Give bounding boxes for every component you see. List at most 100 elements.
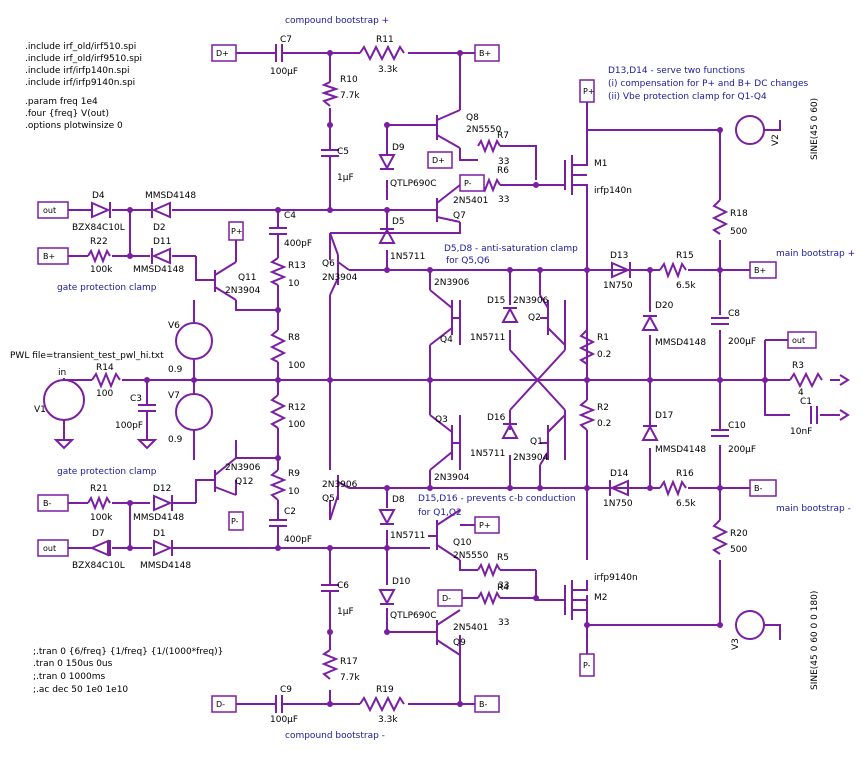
q9-symbol	[428, 609, 461, 656]
svg-text:100: 100	[288, 420, 305, 430]
svg-text:33: 33	[498, 195, 509, 205]
svg-text:C9: C9	[280, 685, 292, 695]
tag-bplus-left: B+	[37, 247, 69, 265]
d11-symbol	[151, 247, 171, 265]
include-3: .include irf/irfp140n.spi	[25, 66, 129, 76]
svg-text:BZX84C10L: BZX84C10L	[72, 223, 125, 233]
svg-text:Q6: Q6	[322, 259, 335, 269]
svg-text:2N3904: 2N3904	[434, 473, 470, 483]
svg-text:R8: R8	[288, 333, 300, 343]
note-gate-clamp-bottom: gate protection clamp	[57, 467, 157, 477]
d7-symbol	[89, 539, 111, 557]
svg-text:D-: D-	[216, 700, 225, 709]
d14-symbol	[609, 479, 629, 497]
svg-text:2N5401: 2N5401	[453, 623, 488, 633]
svg-text:Q10: Q10	[453, 538, 472, 548]
svg-text:D14: D14	[610, 469, 629, 479]
svg-text:10: 10	[288, 487, 300, 497]
svg-text:2N5550: 2N5550	[466, 125, 502, 135]
svg-text:B-: B-	[754, 484, 762, 493]
svg-text:C7: C7	[280, 35, 292, 45]
note-antisat-1: D5,D8 - anti-saturation clamp	[444, 244, 578, 254]
svg-text:10: 10	[288, 279, 300, 289]
svg-text:200µF: 200µF	[728, 337, 756, 347]
svg-text:R21: R21	[90, 484, 108, 494]
svg-text:Q5: Q5	[322, 494, 335, 504]
param-freq: .param freq 1e4	[25, 97, 98, 107]
svg-text:out: out	[43, 206, 56, 215]
svg-text:2N3904: 2N3904	[513, 453, 549, 463]
d1-symbol	[153, 539, 173, 557]
svg-text:D7: D7	[92, 529, 105, 539]
svg-text:R22: R22	[90, 237, 108, 247]
tag-bminus-left: B-	[37, 494, 69, 512]
svg-text:3.3k: 3.3k	[378, 715, 398, 725]
tag-dminus-bottom: D-	[211, 695, 237, 713]
svg-text:D20: D20	[655, 301, 674, 311]
spice-directives: .include irf_old/irf510.spi .include irf…	[25, 42, 223, 695]
svg-text:2N3906: 2N3906	[513, 296, 549, 306]
include-4: .include irf/irfp9140n.spi	[25, 78, 135, 88]
svg-text:C10: C10	[728, 421, 746, 431]
svg-text:1N5711: 1N5711	[470, 449, 505, 459]
svg-text:100k: 100k	[90, 265, 113, 275]
r13-symbol	[269, 257, 287, 286]
svg-text:R5: R5	[497, 553, 509, 563]
svg-text:D1: D1	[153, 529, 166, 539]
q11-symbol	[214, 261, 237, 301]
c6-symbol	[321, 584, 339, 610]
net-in: in	[58, 368, 66, 378]
tran-2: .tran 0 150us 0us	[33, 659, 113, 669]
tag-pminus-q12: P-	[228, 511, 244, 531]
r15-symbol	[659, 261, 687, 279]
note-antisat-2: for Q5,Q6	[446, 256, 490, 266]
svg-text:R16: R16	[676, 469, 694, 479]
tag-pminus-m2: P-	[579, 653, 595, 677]
svg-text:D+: D+	[216, 49, 229, 58]
svg-text:Q11: Q11	[238, 273, 257, 283]
svg-text:D2: D2	[153, 223, 166, 233]
tag-pplus-m1: P+	[579, 79, 595, 103]
svg-text:QTLP690C: QTLP690C	[390, 179, 437, 189]
svg-text:1N5711: 1N5711	[390, 252, 425, 262]
note-d13-line1: (i) compensation for P+ and B+ DC change…	[608, 79, 808, 89]
svg-text:MMSD4148: MMSD4148	[133, 513, 184, 523]
d16-symbol	[501, 422, 519, 439]
svg-text:MMSD4148: MMSD4148	[655, 445, 706, 455]
include-1: .include irf_old/irf510.spi	[25, 42, 136, 52]
svg-text:33: 33	[498, 157, 509, 167]
svg-text:BZX84C10L: BZX84C10L	[72, 561, 125, 571]
junctions	[127, 50, 768, 707]
svg-text:QTLP690C: QTLP690C	[390, 611, 437, 621]
svg-text:D11: D11	[153, 237, 171, 247]
svg-text:1µF: 1µF	[337, 607, 354, 617]
c8-symbol	[711, 317, 729, 325]
svg-text:V7: V7	[168, 391, 180, 401]
note-prevent-2: for Q1,Q2	[418, 508, 462, 518]
tag-bplus-right: B+	[749, 261, 777, 279]
r2-symbol	[578, 399, 596, 431]
svg-text:irfp140n: irfp140n	[594, 186, 632, 196]
svg-text:R20: R20	[730, 529, 748, 539]
svg-text:D8: D8	[392, 495, 405, 505]
d12-symbol	[153, 494, 173, 512]
svg-text:B-: B-	[43, 499, 51, 508]
svg-text:2N3906: 2N3906	[322, 480, 358, 490]
d2-symbol	[151, 201, 171, 219]
svg-text:1N5711: 1N5711	[390, 531, 425, 541]
tag-dminus-q9: D-	[437, 589, 463, 607]
v3-sine-spec: SINE(45 0 60 0 0 180)	[810, 591, 820, 690]
d17-symbol	[641, 424, 659, 441]
tag-pplus-q10: P+	[474, 516, 500, 534]
v2-symbol	[735, 115, 765, 145]
svg-text:4: 4	[798, 388, 804, 398]
svg-text:D13: D13	[610, 251, 628, 261]
svg-text:R6: R6	[497, 166, 509, 176]
svg-text:B+: B+	[754, 266, 766, 275]
svg-text:MMSD4148: MMSD4148	[140, 561, 191, 571]
tag-bminus-right: B-	[749, 479, 777, 497]
c7-symbol	[268, 44, 292, 62]
svg-text:100: 100	[288, 361, 305, 371]
svg-text:33: 33	[498, 618, 509, 628]
svg-text:C3: C3	[130, 394, 142, 404]
